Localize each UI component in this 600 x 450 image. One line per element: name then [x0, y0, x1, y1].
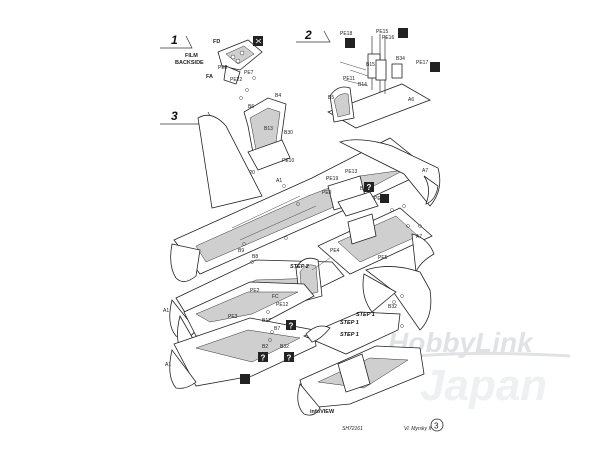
- label-b34: B34: [396, 56, 405, 62]
- label-pe11: PE11: [343, 76, 355, 82]
- step-1: 1 FD FB FILM BACKSIDE FA PE8 PE7 PE22: [160, 33, 263, 100]
- label-pe4: PE4: [330, 248, 340, 254]
- label-b32: B32: [388, 304, 397, 310]
- label-a6: A6: [408, 97, 414, 103]
- label-backside: BACKSIDE: [175, 60, 204, 66]
- kit-code: SH72161: [342, 426, 363, 432]
- kit-title: Vl. Myrsky II: [404, 426, 432, 432]
- label-a1-left-bottom: A1: [165, 362, 171, 368]
- label-a7-mid: A7: [416, 234, 422, 240]
- label-pe19: PE19: [326, 176, 338, 182]
- label-a1: A1: [276, 178, 282, 184]
- assembly-lower-left: PE2 FC PE12 PE3 B17 A1 A1 B7 B2 B32 ? ? …: [163, 281, 317, 389]
- step-3-number: 3: [171, 109, 178, 123]
- label-pe13: PE13: [345, 169, 357, 175]
- label-fc: FC: [272, 294, 279, 300]
- label-step-2: STEP 2: [290, 264, 309, 270]
- label-step-1-a: STEP 1: [356, 312, 375, 318]
- label-pe3: PE3: [228, 314, 238, 320]
- label-pe18: PE18: [340, 31, 352, 37]
- question-mark-icon: ?: [258, 352, 268, 363]
- glue-icon: [398, 28, 408, 38]
- step-2-number: 2: [304, 28, 312, 42]
- label-b4: B4: [275, 93, 281, 99]
- label-b17: B17: [262, 318, 271, 324]
- label-fa: FA: [206, 74, 213, 80]
- label-b8: B8: [252, 254, 258, 260]
- step-1-number: 1: [171, 33, 178, 47]
- label-b7: B7: [274, 326, 280, 332]
- svg-text:?: ?: [287, 354, 292, 363]
- label-fd: FD: [213, 39, 220, 45]
- glue-icon: [345, 38, 355, 48]
- label-pe7: PE7: [244, 70, 254, 76]
- label-pe5: PE5: [378, 255, 388, 261]
- label-pe22: PE22: [230, 77, 242, 83]
- label-pe8: PE8: [218, 65, 228, 71]
- label-b15: B15: [366, 62, 375, 68]
- question-mark-icon: ?: [284, 352, 294, 363]
- question-mark-icon: [364, 182, 374, 192]
- label-b14: B14: [358, 82, 367, 88]
- glue-icon: [430, 62, 440, 72]
- label-a7-top: A7: [422, 168, 428, 174]
- label-pe9: PE9: [322, 190, 332, 196]
- assembly-bottom-right: STEP 1 STEP 1 STEP 1 B32: [297, 266, 432, 416]
- label-step-1-c: STEP 1: [340, 332, 359, 338]
- label-b9: B9: [238, 248, 244, 254]
- svg-text:?: ?: [261, 354, 266, 363]
- question-mark-icon: ?: [286, 320, 296, 331]
- label-step-1-b: STEP 1: [340, 320, 359, 326]
- watermark-line2: Japan: [420, 361, 547, 410]
- label-a1-left-top: A1: [163, 308, 169, 314]
- step-3: 3 B6 B4 B13 B30 PE10 B20 A1 PE13 PE19 PE…: [160, 93, 441, 282]
- assembly-mid-right: A7 PE4 PE5: [317, 207, 435, 275]
- label-pe2: PE2: [250, 288, 260, 294]
- svg-text:?: ?: [289, 322, 294, 331]
- label-pe16: PE16: [382, 35, 394, 41]
- label-b6: B6: [248, 104, 254, 110]
- label-b5: B5: [328, 95, 334, 101]
- step-2: 2 PE18 PE15 PE16 B15 B34 PE11 B14 PE17 B…: [296, 28, 440, 129]
- label-pe17: PE17: [416, 60, 428, 66]
- page-number-badge: [430, 418, 444, 432]
- svg-text:?: ?: [367, 183, 372, 192]
- glue-icon: [380, 194, 389, 203]
- label-pe15: PE15: [376, 29, 388, 35]
- label-film: FILM: [185, 53, 198, 59]
- label-b2: B2: [262, 344, 268, 350]
- label-b32-low: B32: [280, 344, 289, 350]
- footer: infoVIEW SH72161 Vl. Myrsky II 3: [310, 409, 444, 432]
- label-pe10: PE10: [282, 158, 294, 164]
- label-b30: B30: [284, 130, 293, 136]
- label-b13: B13: [264, 126, 273, 132]
- infoview-logo: infoVIEW: [310, 409, 335, 415]
- watermark: HobbyLink Japan: [388, 327, 571, 410]
- glue-icon: [240, 374, 250, 384]
- glue-drops-icon: [239, 76, 256, 100]
- page-number: 3: [434, 422, 439, 431]
- label-pe12: PE12: [276, 302, 288, 308]
